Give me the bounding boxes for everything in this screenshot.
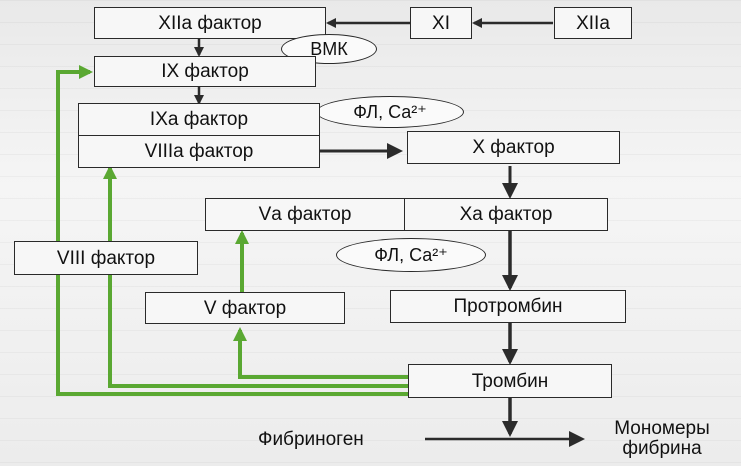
fl-ca-label-1: ФЛ, Са²⁺ (353, 101, 427, 122)
xa-factor-box: Xа фактор (404, 198, 608, 231)
xiia-factor-box: XIIа фактор (94, 7, 326, 39)
ix-factor-label: IX фактор (161, 61, 249, 82)
feedback-thrombin-to-v (233, 327, 408, 379)
thrombin-box: Тромбин (408, 364, 612, 398)
fibrin-monomers-line-1: Мономеры (614, 418, 710, 439)
viii-factor-box: VIII фактор (14, 241, 198, 275)
xiia-factor-label: XIIа фактор (158, 12, 262, 34)
xiia-box: XIIа (554, 7, 632, 39)
prothrombin-box: Протромбин (390, 290, 626, 323)
x-factor-box: X фактор (407, 131, 620, 164)
va-factor-label: Vа фактор (258, 204, 352, 225)
vmk-label: ВМК (310, 38, 348, 59)
v-factor-box: V фактор (145, 292, 345, 324)
fibrin-monomers-label: Мономеры фибрина (598, 419, 726, 459)
thrombin-label: Тромбин (471, 370, 549, 392)
prothrombin-label: Протромбин (453, 296, 563, 317)
fibrinogen-label: Фибриноген (258, 429, 364, 450)
xi-box: XI (410, 7, 472, 39)
fl-ca-oval-1: ФЛ, Са²⁺ (316, 96, 464, 128)
xiia-label: XIIа (576, 12, 610, 34)
xi-label: XI (432, 12, 450, 34)
fl-ca-label-2: ФЛ, Са²⁺ (374, 244, 448, 265)
fl-ca-oval-2: ФЛ, Са²⁺ (336, 238, 486, 272)
va-factor-box: Vа фактор (205, 198, 405, 231)
feedback-thrombin-to-viiia (103, 165, 408, 388)
feedback-thrombin-to-ix (56, 65, 408, 396)
x-factor-label: X фактор (472, 137, 555, 158)
fibrin-monomers-line-2: фибрина (622, 437, 702, 459)
viii-factor-label: VIII фактор (56, 247, 156, 269)
ix-factor-box: IX фактор (94, 56, 316, 87)
ixa-factor-label: IXа фактор (149, 109, 249, 130)
viiia-factor-box: VIIIа фактор (78, 135, 320, 168)
viiia-factor-label: VIIIа фактор (144, 141, 254, 162)
xa-factor-label: Xа фактор (459, 204, 553, 225)
v-factor-label: V фактор (203, 297, 287, 319)
ixa-factor-box: IXа фактор (78, 103, 320, 136)
